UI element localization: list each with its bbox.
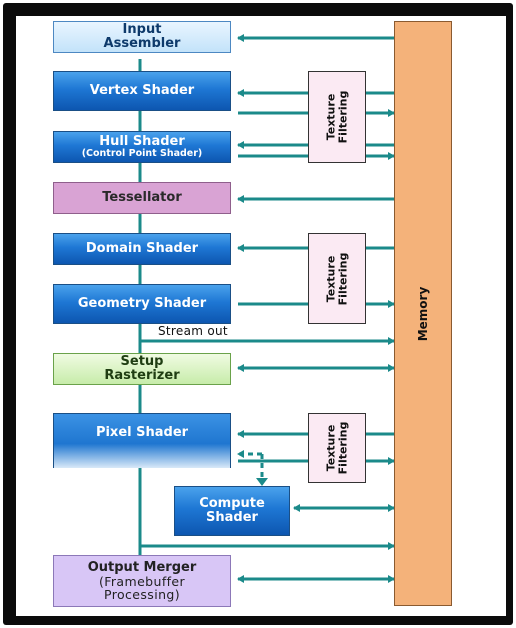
memory-block: Memory (394, 21, 452, 606)
setup-rasterizer-label: Setup Rasterizer (104, 354, 180, 383)
geometry-shader-label: Geometry Shader (77, 296, 207, 312)
pixel-shader-label: Pixel Shader (95, 425, 189, 440)
domain-shader-label: Domain Shader (85, 241, 199, 257)
pipeline-diagram: Input Assembler Vertex Shader Hull Shade… (16, 16, 506, 616)
input-assembler-label: Input Assembler (103, 22, 181, 51)
hull-shader-box: Hull Shader (Control Point Shader) (53, 131, 231, 163)
stream-out-label: Stream out (158, 324, 228, 338)
tessellator-box: Tessellator (53, 182, 231, 214)
output-merger-label: Output Merger (87, 560, 197, 576)
vertex-shader-box: Vertex Shader (53, 71, 231, 111)
diagram-frame: Input Assembler Vertex Shader Hull Shade… (3, 3, 513, 625)
input-assembler-box: Input Assembler (53, 21, 231, 53)
output-merger-box: Output Merger (Framebuffer Processing) (53, 555, 231, 607)
texture-filtering-label-1: Texture Filtering (324, 90, 349, 144)
output-merger-sublabel: (Framebuffer Processing) (98, 573, 186, 602)
hull-shader-sublabel: (Control Point Shader) (81, 147, 203, 159)
hull-shader-label: Hull Shader (99, 134, 185, 150)
texture-filtering-box-1: Texture Filtering (308, 71, 366, 163)
pixel-shader-box: Pixel Shader (53, 413, 231, 468)
texture-filtering-box-2: Texture Filtering (308, 233, 366, 324)
texture-filtering-label-3: Texture Filtering (324, 421, 349, 475)
setup-rasterizer-box: Setup Rasterizer (53, 353, 231, 385)
vertex-shader-label: Vertex Shader (89, 83, 195, 99)
geometry-shader-box: Geometry Shader (53, 284, 231, 324)
memory-label: Memory (416, 286, 430, 341)
compute-shader-box: Compute Shader (174, 486, 290, 536)
texture-filtering-label-2: Texture Filtering (324, 252, 349, 305)
domain-shader-box: Domain Shader (53, 233, 231, 265)
tessellator-label: Tessellator (102, 190, 182, 206)
texture-filtering-box-3: Texture Filtering (308, 413, 366, 483)
compute-shader-label: Compute Shader (199, 496, 265, 525)
